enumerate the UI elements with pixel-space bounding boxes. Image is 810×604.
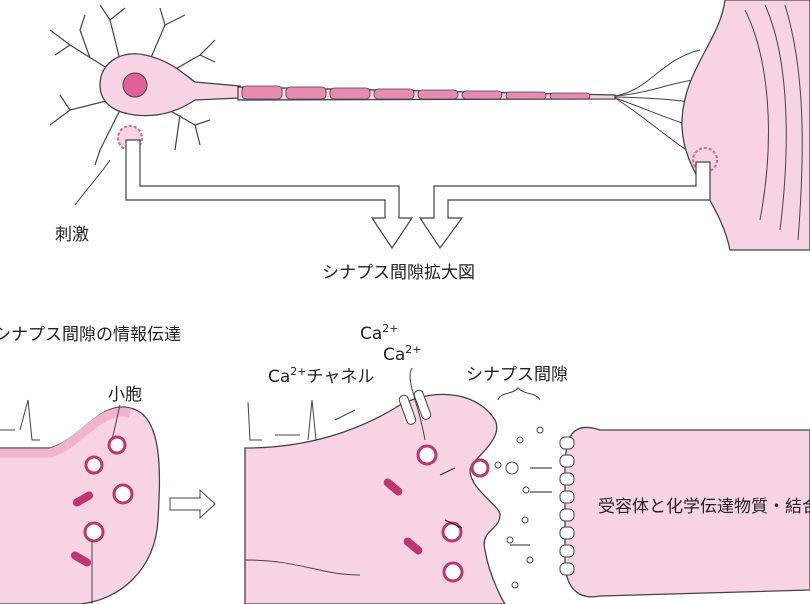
- enlarge-arrow-left: [125, 139, 414, 250]
- cleft-brace: [497, 387, 541, 401]
- presynaptic-terminal: [244, 393, 506, 604]
- vesicles-moving: [70, 491, 94, 567]
- stimulus-label: 刺激: [55, 225, 89, 245]
- enlarge-title: シナプス間隙拡大図: [322, 263, 475, 283]
- membrane-band: [0, 407, 132, 458]
- vesicle-label: 小胞: [108, 385, 142, 405]
- receptors: [559, 436, 575, 576]
- ca-channel: [398, 389, 432, 425]
- neurotransmitters: [494, 426, 544, 589]
- receptor-label: 受容体と化学伝達物質・結合: [598, 497, 810, 517]
- vesicle-pointer: [111, 404, 121, 441]
- signal-arrow: [334, 409, 356, 421]
- ca-ion-1: Ca2+: [360, 322, 399, 344]
- vesicles-left: [83, 435, 134, 543]
- ca-ion-2: Ca2+: [383, 343, 422, 365]
- vesicles-right: [416, 444, 490, 583]
- cleft-label: シナプス間隙: [466, 365, 568, 385]
- nucleus: [122, 72, 148, 98]
- muscle-striations: [744, 4, 803, 241]
- release-arrows: [439, 467, 552, 546]
- action-potential-left: [0, 399, 40, 441]
- muscle-fiber: [681, 0, 810, 251]
- neuron: [49, 4, 716, 166]
- next-step-arrow: [169, 488, 216, 520]
- enlarge-arrow-right: [418, 161, 711, 250]
- section-title: シナプス間隙の情報伝達: [0, 325, 181, 345]
- myelin-sheath: [241, 85, 591, 100]
- stimulus-pointer: [74, 159, 111, 206]
- ca-entry-arrow: [409, 367, 426, 441]
- ca-channel-label: Ca2+チャネル: [268, 365, 374, 387]
- vesicles-travelling: [383, 478, 423, 555]
- axon-membrane: [244, 559, 361, 576]
- cell-body: [99, 53, 241, 117]
- action-potential-right: [247, 399, 317, 441]
